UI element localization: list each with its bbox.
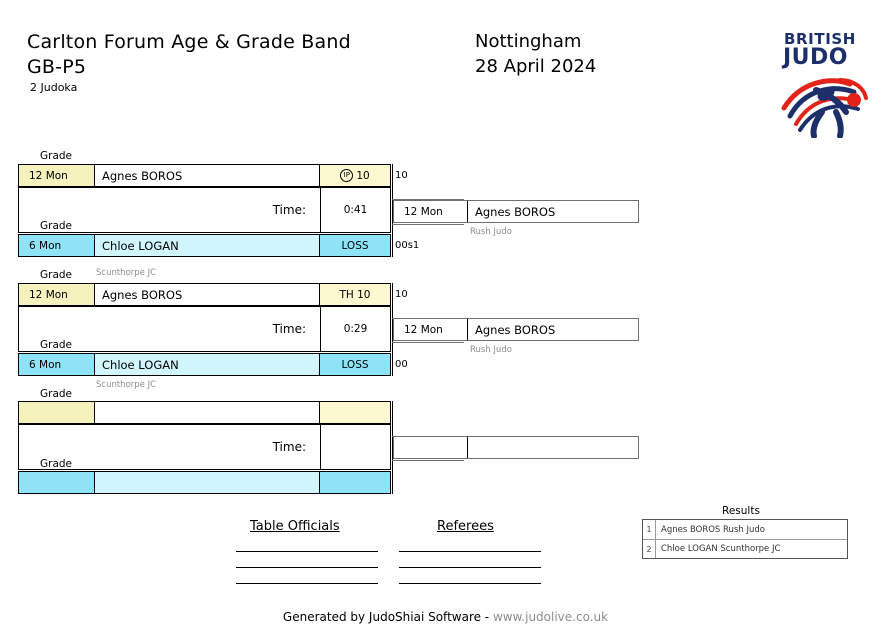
contestant-club: Scunthorpe JC: [96, 380, 157, 390]
result-entry: Chloe LOGAN Scunthorpe JC: [661, 544, 781, 554]
judoka-figure-icon: [781, 78, 868, 138]
bracket-connector-horizontal: [392, 460, 464, 461]
event-title: Carlton Forum Age & Grade Band: [27, 31, 351, 53]
grade-label: Grade: [40, 269, 73, 281]
winner-grade: 12 Mon: [394, 319, 468, 340]
match-winner-box[interactable]: 12 Mon Agnes BOROS: [393, 200, 639, 223]
grade-label: Grade: [40, 220, 73, 232]
winner-grade: [394, 437, 468, 458]
match-row-contestant-white[interactable]: 6 Mon Chloe LOGAN LOSS: [18, 353, 391, 376]
result-entry: Agnes BOROS Rush Judo: [661, 524, 765, 535]
match-row-contestant-white[interactable]: 6 Mon Chloe LOGAN LOSS: [18, 234, 391, 257]
contestant-name: [95, 472, 320, 493]
match-row-contestant-blue[interactable]: [18, 401, 391, 424]
contestant-grade: 6 Mon: [19, 354, 95, 375]
bracket-connector-horizontal: [392, 224, 464, 225]
event-city: Nottingham: [475, 31, 582, 52]
result-rank: 2: [643, 540, 656, 558]
time-value: 0:41: [320, 188, 390, 232]
match-winner-box[interactable]: 12 Mon Agnes BOROS: [393, 318, 639, 341]
contestant-points: 00: [395, 359, 408, 370]
contestant-score: [320, 402, 390, 423]
referees-heading: Referees: [437, 519, 494, 534]
event-date: 28 April 2024: [475, 56, 597, 77]
match-time-box: Time: 0:41: [18, 187, 391, 233]
footer-text: Generated by JudoShiai Software -: [282, 610, 493, 624]
grade-label: Grade: [40, 339, 73, 351]
table-row[interactable]: 1 Agnes BOROS Rush Judo: [643, 520, 847, 539]
contestant-club: Scunthorpe JC: [96, 268, 157, 278]
logo-text-british: BRITISH: [784, 30, 856, 48]
signature-line: [399, 551, 541, 552]
contestant-grade: [19, 472, 95, 493]
time-label: Time:: [272, 322, 306, 336]
signature-line: [236, 567, 378, 568]
contestant-name: Agnes BOROS: [95, 284, 320, 305]
grade-label: Grade: [40, 458, 73, 470]
winner-name: Agnes BOROS: [475, 322, 556, 337]
contestant-grade: 12 Mon: [19, 165, 95, 186]
contestant-score: LOSS: [320, 354, 390, 375]
logo-text-judo: JUDO: [783, 45, 849, 70]
winner-name: Agnes BOROS: [475, 204, 556, 219]
bracket-connector-vertical: [392, 401, 393, 494]
contestant-grade: 12 Mon: [19, 284, 95, 305]
contestant-name: Chloe LOGAN: [95, 235, 320, 256]
contestant-score: [320, 472, 390, 493]
match-row-contestant-blue[interactable]: 12 Mon Agnes BOROS TH 10: [18, 283, 391, 306]
result-rank: 1: [643, 520, 656, 539]
signature-line: [399, 583, 541, 584]
ippon-circle-icon: IP: [340, 169, 354, 182]
match-time-box: Time: 0:29: [18, 306, 391, 352]
time-value: 0:29: [320, 307, 390, 351]
contestant-grade: [19, 402, 95, 423]
winner-grade: 12 Mon: [394, 201, 468, 222]
footer-url[interactable]: www.judolive.co.uk: [492, 610, 609, 624]
bracket-connector-horizontal: [392, 199, 464, 200]
signature-line: [399, 567, 541, 568]
entrant-count: 2 Judoka: [30, 81, 78, 94]
winner-club: Rush Judo: [470, 345, 512, 355]
british-judo-logo: BRITISH JUDO: [770, 28, 875, 138]
contestant-name: Agnes BOROS: [95, 165, 320, 186]
contestant-points: 00s1: [395, 240, 420, 251]
grade-label: Grade: [40, 150, 73, 162]
time-label: Time:: [272, 440, 306, 454]
contestant-score: LOSS: [320, 235, 390, 256]
match-winner-box[interactable]: [393, 436, 639, 459]
winner-club: Rush Judo: [470, 227, 512, 237]
signature-line: [236, 551, 378, 552]
grade-label: Grade: [40, 388, 73, 400]
bracket-connector-vertical: [392, 283, 393, 376]
contestant-grade: 6 Mon: [19, 235, 95, 256]
category-code: GB-P5: [27, 56, 87, 78]
contestant-name: [95, 402, 320, 423]
time-value: [320, 425, 390, 469]
match-row-contestant-white[interactable]: [18, 471, 391, 494]
results-table: 1 Agnes BOROS Rush Judo 2 Chloe LOGAN Sc…: [642, 519, 848, 559]
results-heading: Results: [722, 505, 760, 517]
table-row[interactable]: 2 Chloe LOGAN Scunthorpe JC: [643, 539, 847, 558]
footer: Generated by JudoShiai Software - www.ju…: [0, 610, 891, 624]
contestant-points: 10: [395, 170, 408, 181]
contestant-score: TH 10: [320, 284, 390, 305]
bracket-connector-horizontal: [392, 342, 464, 343]
contestant-name: Chloe LOGAN: [95, 354, 320, 375]
match-time-box: Time:: [18, 424, 391, 470]
bracket-connector-vertical: [392, 164, 393, 257]
time-label: Time:: [272, 203, 306, 217]
signature-line: [236, 583, 378, 584]
contestant-points: 10: [395, 289, 408, 300]
table-officials-heading: Table Officials: [250, 519, 340, 534]
